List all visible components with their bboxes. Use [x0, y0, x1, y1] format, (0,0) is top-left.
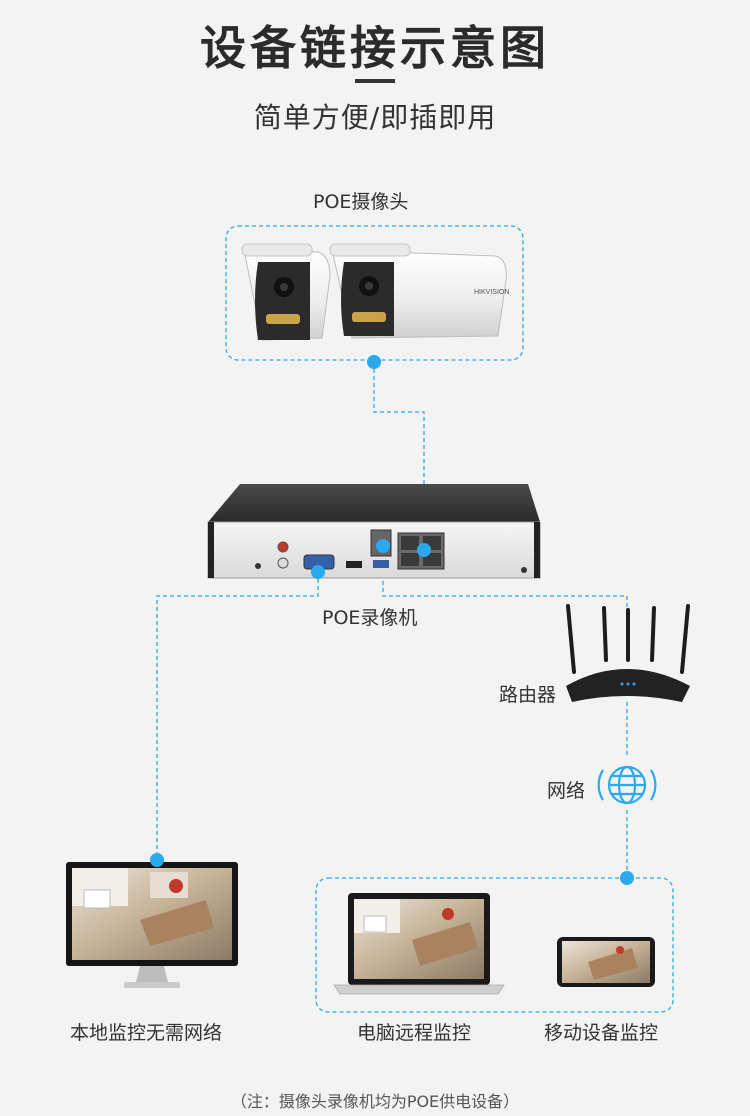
svg-text:HIKVISION: HIKVISION	[474, 289, 509, 296]
page-title: 设备链接示意图	[200, 21, 550, 75]
pc-monitor-label: 电脑远程监控	[357, 1022, 472, 1044]
page-subtitle: 简单方便/即插即用	[253, 101, 497, 134]
footnote: （注：摄像头录像机均为POE供电设备）	[230, 1092, 520, 1111]
camera-label: POE摄像头	[313, 191, 409, 213]
camera-icon: HIKVISION	[241, 243, 509, 341]
remote-group-frame	[315, 877, 674, 1013]
globe-icon	[597, 765, 657, 805]
network-label: 网络	[547, 780, 586, 802]
nvr-poe-port-dot	[417, 543, 431, 557]
nvr-icon	[207, 484, 541, 579]
title-underline	[355, 79, 395, 83]
remote-connection-dot	[620, 871, 634, 885]
local-monitor-label: 本地监控无需网络	[70, 1022, 223, 1044]
nvr-to-monitor-line	[156, 572, 319, 858]
nvr-label: POE录像机	[322, 607, 418, 629]
camera-to-nvr-line	[373, 362, 425, 550]
mobile-monitor-label: 移动设备监控	[544, 1022, 659, 1044]
phone-icon	[557, 937, 655, 987]
camera-unit-front	[241, 243, 331, 341]
nvr-vga-port-dot	[311, 565, 325, 579]
monitor-connection-dot	[150, 853, 164, 867]
monitor-icon	[66, 862, 238, 988]
camera-connection-dot	[367, 355, 381, 369]
nvr-lan-port-dot	[376, 539, 390, 553]
laptop-icon	[333, 893, 505, 995]
router-label: 路由器	[499, 684, 557, 706]
router-icon	[566, 604, 690, 702]
camera-unit-rear: HIKVISION	[329, 243, 509, 339]
